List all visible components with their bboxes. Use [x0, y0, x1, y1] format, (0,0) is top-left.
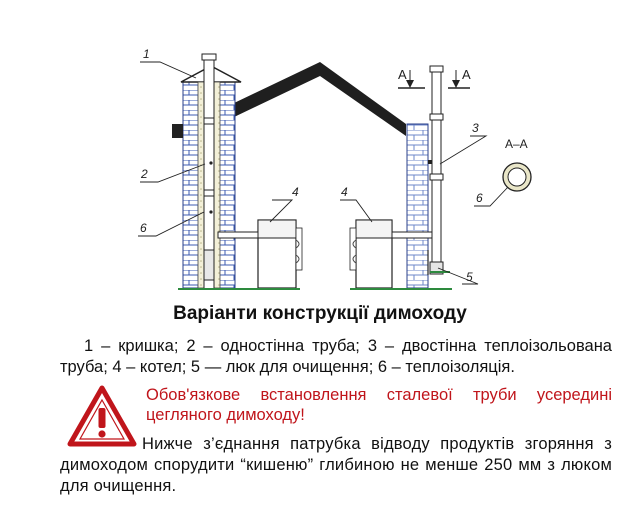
- legend-text: 1 – кришка; 2 – одностінна труба; 3 – дв…: [60, 337, 612, 376]
- ground: [178, 271, 452, 290]
- section-a-a: A–A: [502, 137, 532, 192]
- section-mark-left: A: [398, 67, 407, 82]
- callout-5: 5: [466, 270, 473, 284]
- callout-3: 3: [472, 121, 479, 135]
- warning-triangle-icon: [67, 385, 137, 447]
- left-brick-chimney: [172, 53, 242, 290]
- callout-4-left: 4: [292, 185, 299, 199]
- section-marks: A A: [398, 67, 471, 89]
- callout-6-right: 6: [476, 191, 483, 205]
- callout-leaders: [138, 61, 509, 285]
- double-wall-chimney: [427, 65, 444, 275]
- boiler-right: [349, 219, 433, 289]
- right-house-wall: [406, 123, 429, 289]
- note-text: Нижче з’єднання патрубка відводу продукт…: [60, 435, 612, 495]
- section-title: A–A: [505, 137, 528, 151]
- callout-2: 2: [140, 167, 148, 181]
- callout-1: 1: [143, 47, 150, 61]
- callout-4-right: 4: [341, 185, 348, 199]
- warning-text: Обов'язкове встановлення сталевої труби …: [146, 386, 612, 424]
- callout-6-left: 6: [140, 221, 147, 235]
- page-title: Варіанти конструкції димоходу: [173, 303, 467, 324]
- chimney-construction-diagram: A A A–A 1 2: [138, 47, 532, 290]
- section-mark-right: A: [462, 67, 471, 82]
- roof: [232, 62, 406, 136]
